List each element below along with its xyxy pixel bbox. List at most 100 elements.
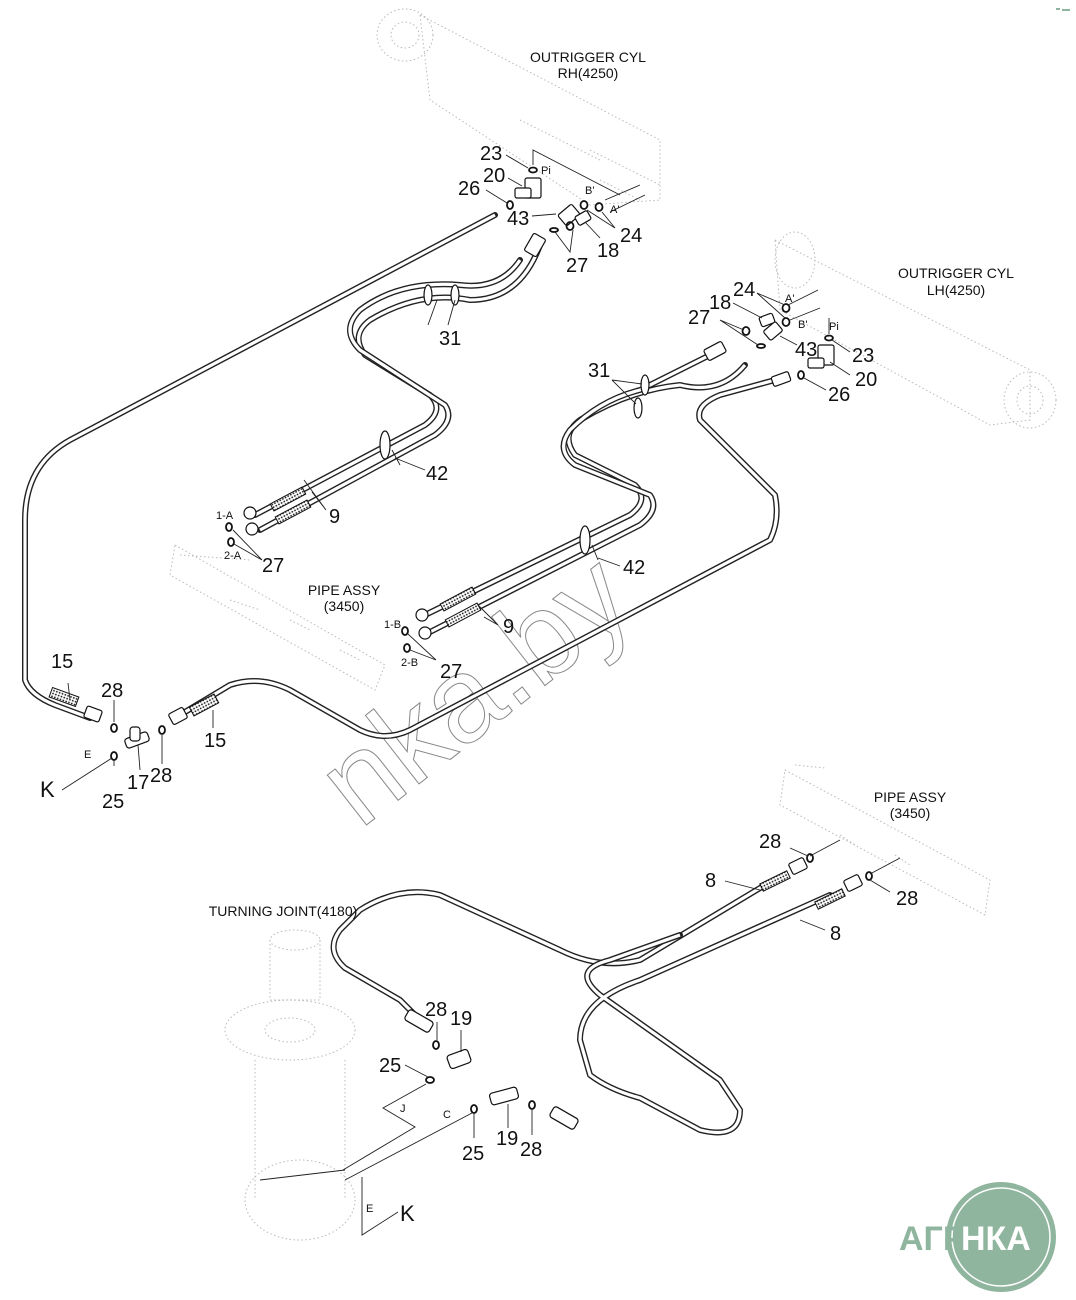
rh-fitting-group [506,166,604,233]
part-43-lh: 43 [795,339,817,361]
part-9-rh: 9 [329,506,340,528]
o-ring-25-tj-b [470,1104,478,1114]
port-labels: Pi B' A' Pi B' A' 1-A 2-A 1-B 2-B E E J … [84,165,839,1215]
hose-8-lower-a[interactable] [330,857,808,1033]
hose-8-lower-b[interactable] [549,874,863,1136]
o-ring-27-1a [225,522,233,532]
turning-joint-ghost [224,929,356,1241]
part-15-k-left: 15 [51,651,73,673]
part-31-rh: 31 [439,328,461,350]
component-labels: OUTRIGGER CYL RH(4250) OUTRIGGER CYL LH(… [209,49,1014,919]
k-ref-upper: K [40,777,55,802]
part-9-lh: 9 [503,616,514,638]
part-26-rh: 26 [458,178,480,200]
o-ring-25-k [110,751,118,761]
outrigger-cylinder-lh-ghost [774,231,1057,429]
part-24-lh: 24 [733,279,755,301]
o-ring-24-rh-a [579,200,589,210]
part-25-k: 25 [102,791,124,813]
clamp-31-rh [423,284,460,306]
logo-text-left: АГРО [899,1220,992,1258]
port-a-rh: A' [610,204,619,216]
outrigger-rh-line1: OUTRIGGER CYL [530,49,646,65]
o-ring-27-2a [227,537,235,547]
pipe-assy-lower-line2: (3450) [890,805,930,821]
agronka-logo: АГРО НКА [899,1182,1056,1292]
port-2a: 2-A [224,550,242,562]
port-e-upper: E [84,749,91,761]
port-2b: 2-B [401,657,418,669]
k-ref-lower: K [400,1201,415,1226]
turning-joint-fittings [425,1040,536,1114]
o-ring-28-k-left [110,723,118,733]
part-25-tj-b: 25 [462,1143,484,1165]
outrigger-lh-line2: LH(4250) [927,282,985,298]
port-b-lh: B' [798,319,807,331]
part-28-pa-a: 28 [759,831,781,853]
port-j: J [400,1103,406,1115]
elbow-43-lh [763,321,783,341]
logo-text-right: НКА [961,1220,1031,1258]
part-24-rh: 24 [620,225,642,247]
hose-15-left[interactable] [22,212,498,723]
k-tee-group [110,723,166,761]
pipe-assy-lower-orings [806,853,873,881]
part-42-lh: 42 [623,557,645,579]
port-a-lh: A' [785,293,794,305]
outrigger-rh-line2: RH(4250) [558,65,619,81]
part-28-pa-b: 28 [896,888,918,910]
part-27-lh: 27 [688,307,710,329]
o-ring-24-lh-b [781,317,791,327]
hose-9-lower-pair[interactable] [415,341,748,640]
part-20-rh: 20 [483,165,505,187]
part-19-tj-a: 19 [450,1008,472,1030]
pipe-assy-lower-ghost [779,764,991,916]
lh-fitting-group [741,303,835,380]
logo-circle [946,1182,1056,1292]
part-23-rh: 23 [480,143,502,165]
clamp-42-rh [379,430,401,466]
part-23-lh: 23 [852,345,874,367]
connector-18-lh [758,312,776,328]
port-e-lower: E [366,1203,373,1215]
port-pi-lh: Pi [829,321,839,333]
part-17-k: 17 [127,772,149,794]
o-ring-28-k-right [158,725,166,735]
part-27-rh: 27 [566,255,588,277]
part-20-lh: 20 [855,369,877,391]
o-ring-27-lh-b [756,343,766,349]
elbow-19-a [446,1048,472,1070]
pipe-assy-upper-orings [225,522,411,653]
part-15-k-right: 15 [204,730,226,752]
o-ring-23-rh [528,166,538,174]
o-ring-28-pa-a [806,853,814,863]
part-18-rh: 18 [597,240,619,262]
port-c: C [443,1109,451,1121]
watermark: nka.by [293,527,655,851]
hose-9-upper-pair[interactable] [243,232,546,536]
part-8-a: 8 [705,870,716,892]
o-ring-27-2b [403,643,411,653]
o-ring-24-lh-a [781,303,791,313]
part-28-k-left: 28 [101,680,123,702]
part-18-lh: 18 [709,292,731,314]
o-ring-28-pa-b [865,871,873,881]
o-ring-24-rh-b [594,202,604,212]
part-28-k-right: 28 [150,765,172,787]
part-27-a: 27 [262,555,284,577]
o-ring-28-tj-b [528,1100,536,1110]
port-b-rh: B' [585,185,594,197]
hose-15-right[interactable] [168,371,792,739]
part-26-lh: 26 [828,384,850,406]
port-1b: 1-B [384,619,401,631]
o-ring-26-rh [506,200,514,210]
part-42-rh: 42 [426,463,448,485]
port-pi-rh: Pi [541,165,551,177]
outrigger-cylinder-rh-ghost [376,8,661,206]
part-27-b: 27 [440,661,462,683]
elbow-19-b [488,1086,520,1106]
outrigger-lh-line1: OUTRIGGER CYL [898,265,1014,281]
o-ring-26-lh [797,370,805,380]
part-25-tj-a: 25 [379,1055,401,1077]
